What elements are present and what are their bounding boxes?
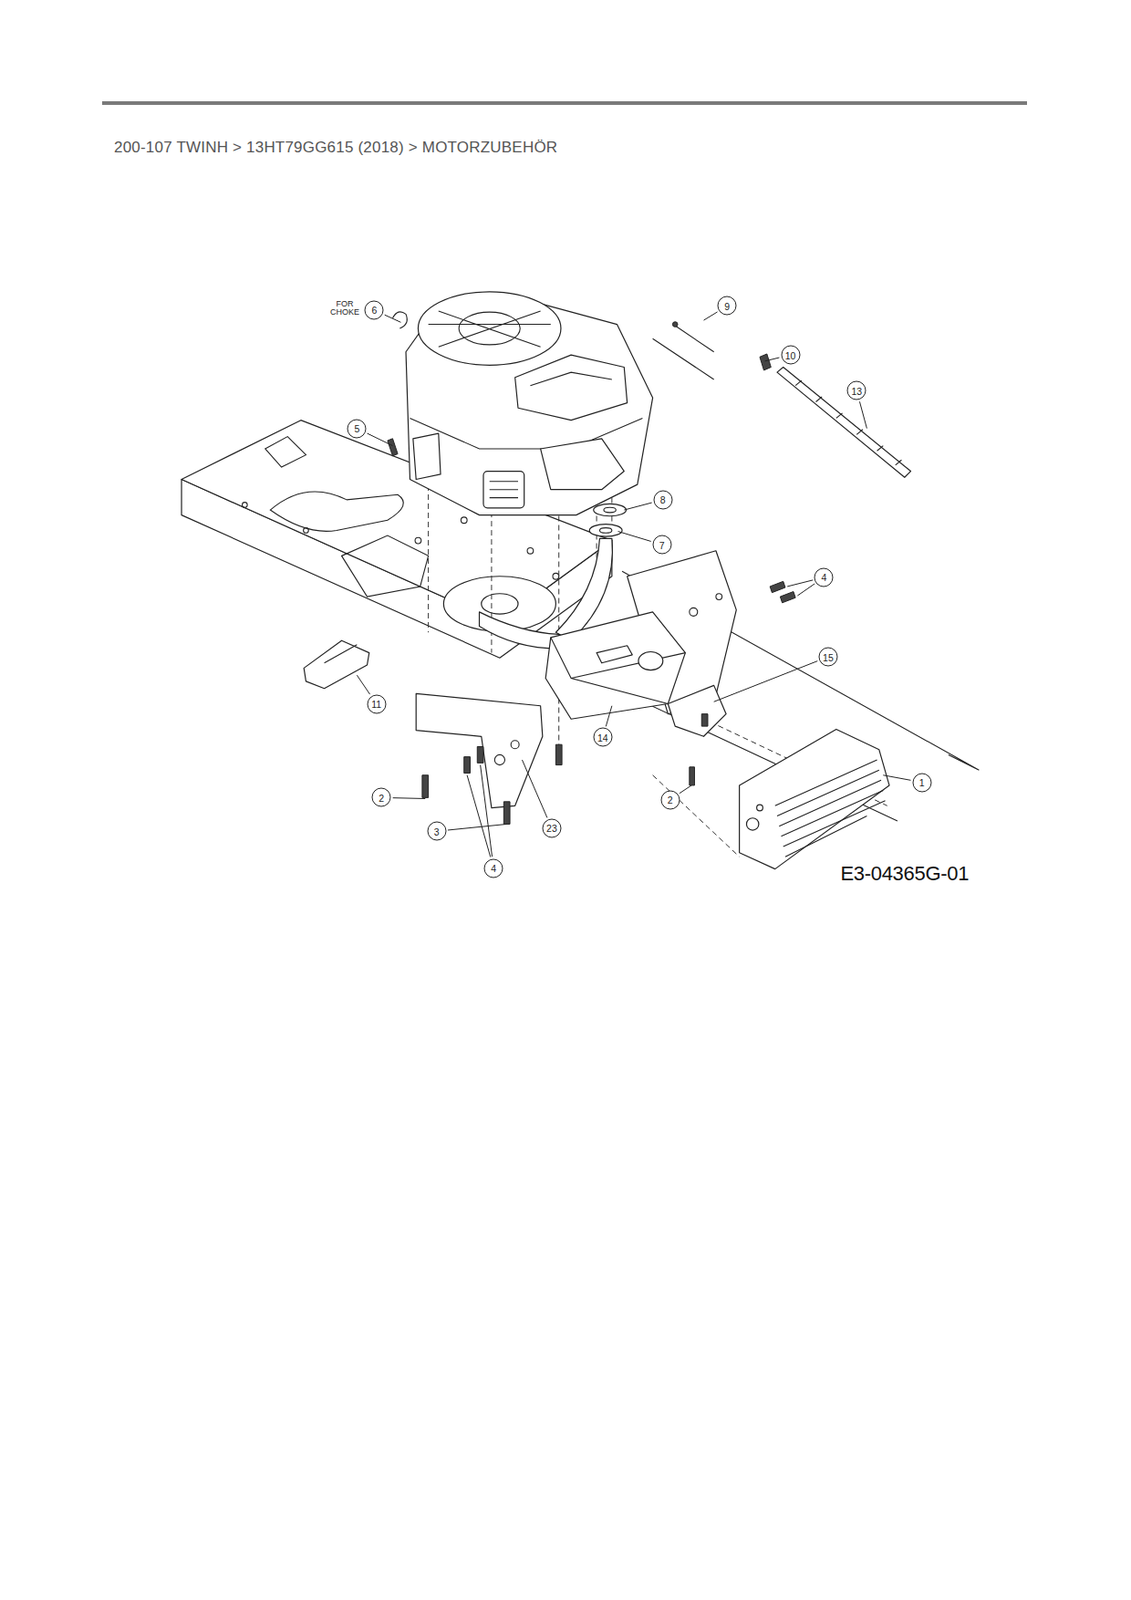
leader-line [480, 765, 493, 858]
leader-line [765, 357, 780, 362]
callout-number: 5 [347, 418, 367, 438]
leader-line [882, 775, 911, 781]
engine-assembly-drawing [181, 291, 979, 870]
header-rule [102, 101, 1028, 105]
callout-number: 11 [366, 694, 386, 714]
callout-number: 4 [484, 858, 504, 878]
leader-line [714, 661, 819, 703]
leader-line [384, 314, 402, 322]
callout-number: 14 [592, 727, 613, 748]
callout-number: 9 [717, 296, 737, 316]
leader-line [605, 705, 613, 727]
callout-number: 2 [372, 788, 392, 808]
leader-line [393, 797, 426, 799]
leader-line [521, 759, 547, 818]
leader-line [787, 580, 813, 587]
leader-line [623, 502, 652, 510]
callout-number: 10 [780, 345, 800, 365]
callout-number: 7 [652, 535, 672, 555]
callout-number: 8 [653, 489, 673, 509]
callout-number: 4 [814, 567, 834, 587]
leader-line [367, 433, 394, 447]
callout-number: 1 [912, 772, 932, 792]
leader-line [704, 311, 718, 321]
callout-number: 15 [818, 647, 838, 667]
leader-line [859, 401, 867, 428]
callout-number: 13 [847, 381, 867, 401]
callout-number: 3 [426, 821, 447, 841]
leader-line [679, 785, 692, 794]
leader-line [618, 531, 652, 542]
callout-number: 23 [541, 818, 561, 838]
drawing-code: E3-04365G-01 [840, 861, 969, 886]
callout-number: 6 [364, 300, 384, 320]
leader-line [797, 583, 815, 596]
callout-number: 2 [660, 789, 680, 810]
leader-line [447, 823, 508, 831]
note-text: FOR CHOKE [330, 299, 360, 317]
breadcrumb-title: 200-107 TWINH > 13HT79GG615 (2018) > MOT… [114, 138, 558, 157]
leader-line [356, 674, 370, 695]
